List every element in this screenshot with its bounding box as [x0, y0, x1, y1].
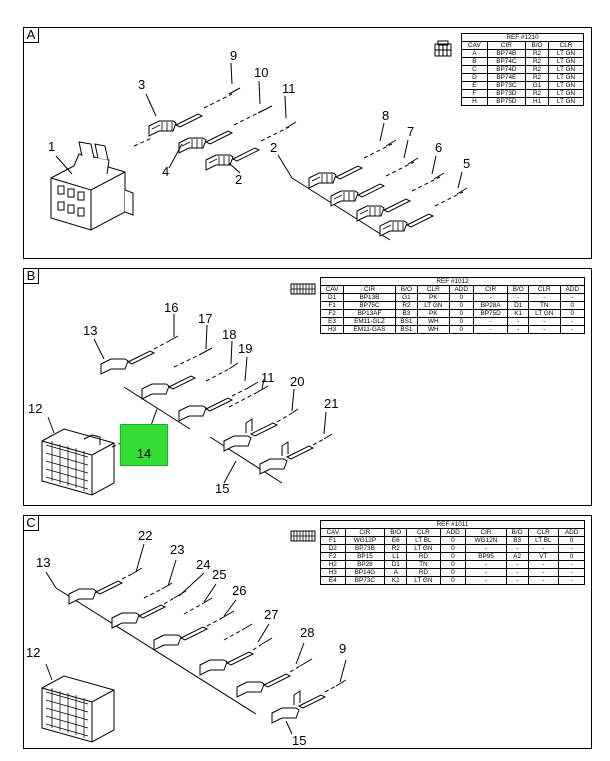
callout-label: 7 — [407, 124, 415, 139]
callout-label: 1 — [48, 139, 56, 154]
cell: BP75D — [486, 97, 527, 106]
callout-label: 26 — [232, 583, 247, 598]
cell: - — [472, 325, 509, 334]
cell: - — [528, 325, 561, 334]
cell: LT GN — [548, 97, 584, 106]
connector-icon — [434, 40, 452, 57]
callout-label: 10 — [254, 65, 269, 80]
callout-label: 24 — [196, 557, 211, 572]
terminal — [330, 183, 385, 207]
callout-label: 8 — [382, 108, 390, 123]
callout-label: 4 — [162, 164, 170, 179]
terminal — [148, 113, 203, 137]
exploded-view-c — [41, 543, 347, 743]
callout-label: 23 — [170, 542, 185, 557]
cell: H3 — [319, 325, 345, 334]
callout-label: 18 — [222, 327, 237, 342]
callout-label: 6 — [435, 140, 443, 155]
panel-label: B — [24, 269, 39, 284]
callout-label: 15 — [292, 733, 307, 748]
callout-label: 13 — [83, 323, 98, 338]
connector-housing — [41, 428, 131, 496]
cell: 0 — [448, 325, 474, 334]
panel-label: C — [24, 516, 39, 531]
cell: - — [505, 576, 529, 585]
callout-label: 16 — [164, 300, 179, 315]
cell: LT GN — [406, 576, 441, 585]
connector-icon — [290, 283, 316, 295]
terminal — [178, 130, 233, 154]
callout-label: 21 — [324, 396, 339, 411]
callout-label: 12 — [28, 401, 43, 416]
terminal — [379, 213, 434, 237]
cell: - — [465, 576, 507, 585]
callout-label: 12 — [26, 645, 41, 660]
callout-label: 3 — [138, 77, 146, 92]
cell: H1 — [524, 97, 550, 106]
callout-label: 15 — [215, 481, 230, 496]
callout-label: 17 — [198, 311, 213, 326]
callout-label: 5 — [463, 156, 471, 171]
callout-label: 19 — [238, 341, 253, 356]
exploded-view-b — [41, 314, 333, 496]
panel-label: A — [24, 28, 39, 43]
callout-label: 11 — [282, 81, 296, 96]
cell: BS1 — [394, 325, 419, 334]
callout-label: 11 — [261, 370, 275, 385]
callout-label: 13 — [36, 555, 51, 570]
callout-label: 27 — [264, 607, 279, 622]
callout-label: 14 — [136, 446, 152, 461]
cell: - — [558, 576, 585, 585]
terminal — [308, 165, 363, 189]
callout-label: 25 — [212, 567, 227, 582]
connector-housing — [41, 675, 115, 743]
exploded-view-a — [50, 62, 468, 241]
cell: - — [559, 325, 585, 334]
callout-label: 9 — [230, 48, 238, 63]
terminal — [356, 198, 411, 222]
callout-label: 9 — [339, 641, 347, 656]
callout-label: 2 — [270, 140, 278, 155]
callout-label: 2 — [235, 172, 243, 187]
connector-icon — [290, 530, 316, 542]
callout-label: 20 — [290, 374, 305, 389]
connector-housing — [50, 137, 153, 231]
callout-label: 22 — [138, 528, 153, 543]
highlight-box: 14 — [120, 424, 168, 466]
callout-label: 28 — [300, 625, 315, 640]
